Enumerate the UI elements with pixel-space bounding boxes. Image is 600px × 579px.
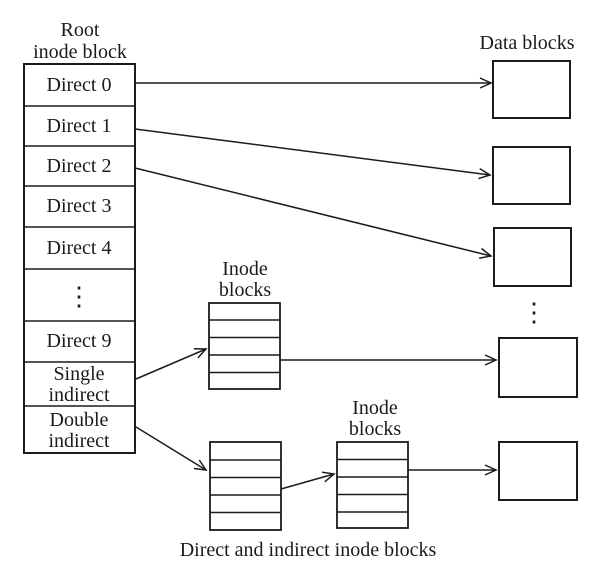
cell-single-indirect-line1: Single (53, 363, 104, 385)
cell-direct-2: Direct 2 (47, 155, 112, 177)
diagram-caption: Direct and indirect inode blocks (180, 539, 437, 561)
cell-single-indirect-line2: indirect (48, 384, 110, 406)
data-block-5 (498, 441, 578, 501)
data-block-1 (492, 60, 571, 119)
inode-block-double-indirect-level2 (336, 441, 409, 529)
data-block-3 (493, 227, 572, 287)
data-block-4 (498, 337, 578, 398)
inode-blocks-label-double-line1: Inode (352, 397, 398, 419)
arrow-double-indirect-to-inodeblock-level1 (135, 426, 208, 471)
inode-blocks-label-double-line2: blocks (349, 418, 401, 440)
arrow-single-indirect-to-inodeblock (135, 347, 208, 380)
cell-direct-4: Direct 4 (47, 237, 112, 259)
cell-double-indirect-line1: Double (50, 409, 109, 431)
arrow-direct2-to-datablock3 (134, 167, 493, 259)
cell-direct-3: Direct 3 (47, 195, 112, 217)
inode-block-single-indirect (208, 302, 281, 390)
cell-double-indirect-line2: indirect (48, 430, 110, 452)
inode-blocks-label-single-line1: Inode (222, 258, 268, 280)
inode-blocks-label-single-line2: blocks (219, 279, 271, 301)
data-blocks-ellipsis: ⋮ (521, 298, 547, 328)
cell-ellipsis: ⋮ (66, 282, 92, 312)
data-block-2 (492, 146, 571, 205)
inode-block-double-indirect-level1 (209, 441, 282, 531)
root-inode-title-line2: inode block (33, 41, 127, 63)
arrow-level1-to-level2-inodeblock (280, 471, 336, 490)
arrow-direct1-to-datablock2 (134, 128, 492, 180)
data-blocks-title: Data blocks (480, 32, 575, 54)
root-inode-table (23, 63, 136, 454)
cell-direct-1: Direct 1 (47, 115, 112, 137)
root-inode-title-line1: Root (61, 19, 100, 41)
cell-direct-0: Direct 0 (47, 74, 112, 96)
cell-direct-9: Direct 9 (47, 330, 112, 352)
